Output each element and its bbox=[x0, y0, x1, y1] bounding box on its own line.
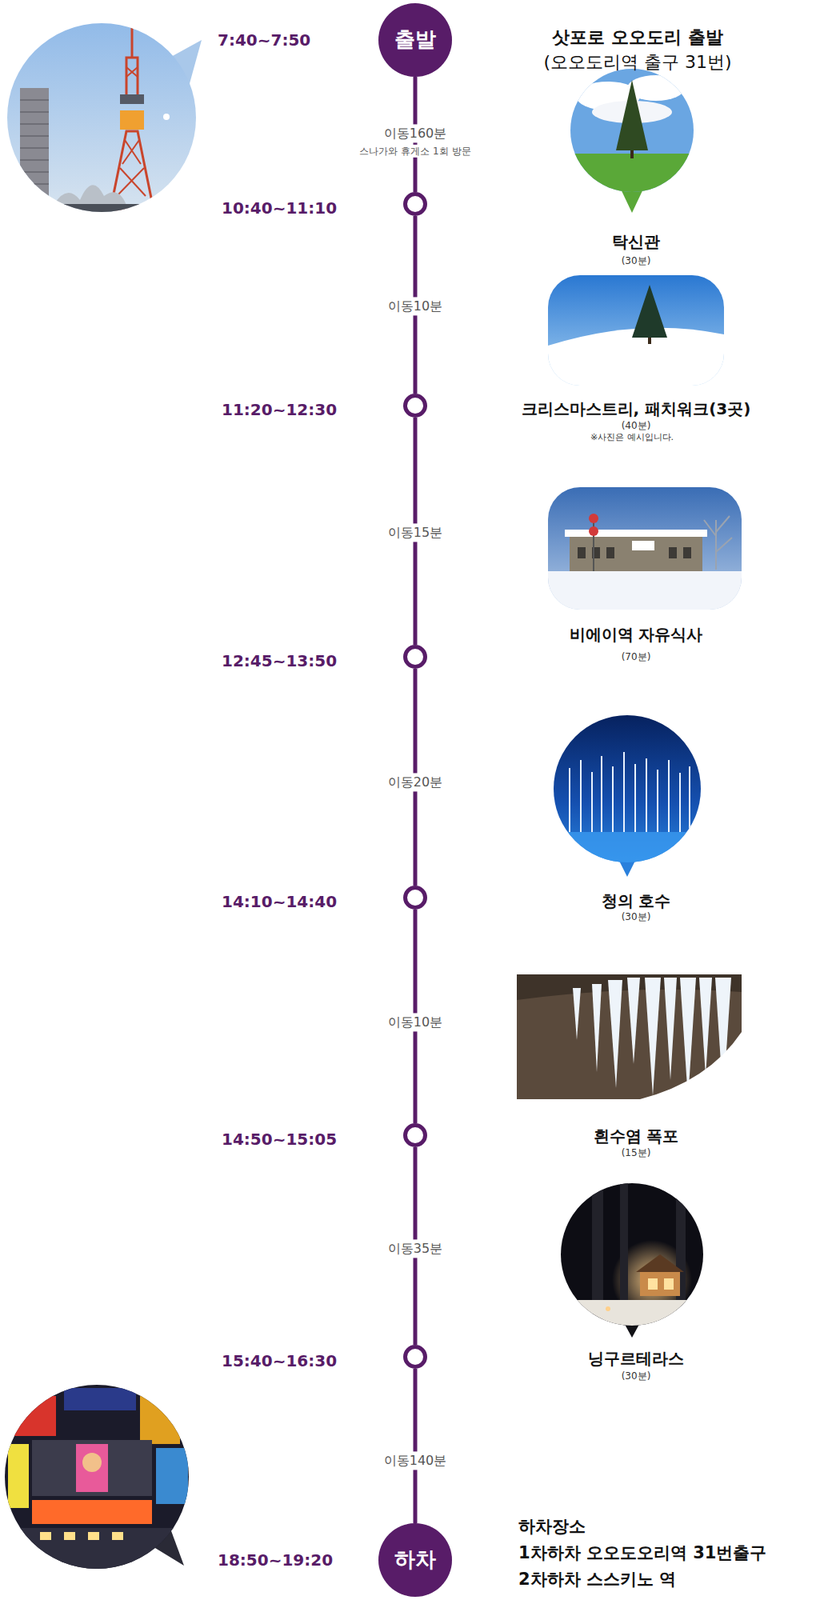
stop-duration: (15분) bbox=[621, 1147, 652, 1159]
stop-name: 비에이역 자유식사 bbox=[569, 624, 704, 644]
time-range: 12:45~13:50 bbox=[221, 651, 337, 671]
travel-time: 이동140분 bbox=[379, 1451, 452, 1470]
terminal-circle: 출발7:40~7:50삿포로 오오도리 출발(오오도리역 출구 31번) bbox=[378, 3, 452, 77]
circle-label: 출발 bbox=[394, 27, 436, 52]
circle-label: 하차 bbox=[394, 1547, 436, 1572]
departure-place: 삿포로 오오도리 출발 bbox=[552, 27, 723, 48]
stop-duration: (30분) bbox=[621, 911, 652, 923]
stop-circle: 15:40~16:30닝구르테라스(30분) bbox=[403, 1344, 428, 1369]
rest-stop-note: 스나가와 휴게소 1회 방문 bbox=[356, 144, 474, 158]
stop-duration: (30분) bbox=[621, 1370, 652, 1382]
stop-duration: (30분) bbox=[621, 255, 652, 267]
stop-circle: 12:45~13:50비에이역 자유식사(70분) bbox=[403, 644, 428, 669]
drop-off-info: 1차하차 오오도오리역 31번출구 bbox=[518, 1543, 767, 1564]
terminal-circle: 하차18:50~19:20하차장소1차하차 오오도오리역 31번출구2차하차 스… bbox=[378, 1523, 452, 1597]
stop-circle: 10:40~11:10탁신관(30분) bbox=[403, 192, 428, 216]
time-range: 11:20~12:30 bbox=[221, 400, 337, 420]
stop-name: 탁신관 bbox=[612, 232, 660, 252]
travel-time: 이동10분 bbox=[383, 296, 448, 316]
stop-circle: 11:20~12:30크리스마스트리, 패치워크(3곳)(40분) bbox=[403, 393, 428, 418]
stop-circle: 14:10~14:40청의 호수(30분) bbox=[403, 885, 428, 910]
stop-name: 청의 호수 bbox=[601, 891, 672, 911]
time-range: 10:40~11:10 bbox=[221, 198, 337, 218]
photo-note: ※사진은 예시입니다. bbox=[590, 432, 674, 443]
travel-time: 이동10분 bbox=[383, 1012, 448, 1032]
time-range: 7:40~7:50 bbox=[217, 30, 311, 50]
time-range: 14:10~14:40 bbox=[221, 892, 337, 912]
stop-name: 크리스마스트리, 패치워크(3곳) bbox=[521, 399, 752, 419]
time-range: 14:50~15:05 bbox=[221, 1129, 337, 1149]
departure-exit: (오오도리역 출구 31번) bbox=[543, 52, 732, 73]
travel-time: 이동15분 bbox=[383, 523, 448, 542]
route-line bbox=[413, 1368, 418, 1524]
travel-time: 이동160분 bbox=[379, 124, 452, 143]
stop-duration: (70분) bbox=[621, 651, 652, 663]
time-range: 15:40~16:30 bbox=[221, 1351, 337, 1371]
stop-name: 흰수염 폭포 bbox=[593, 1126, 680, 1146]
drop-off-info: 하차장소 bbox=[518, 1516, 586, 1537]
travel-time: 이동20분 bbox=[383, 772, 448, 792]
stop-duration: (40분) bbox=[621, 420, 652, 432]
stop-name: 닝구르테라스 bbox=[588, 1348, 684, 1368]
drop-off-info: 2차하차 스스키노 역 bbox=[518, 1569, 676, 1590]
travel-time: 이동35분 bbox=[383, 1239, 448, 1258]
time-range: 18:50~19:20 bbox=[217, 1550, 333, 1570]
stop-circle: 14:50~15:05흰수염 폭포(15분) bbox=[403, 1123, 428, 1148]
